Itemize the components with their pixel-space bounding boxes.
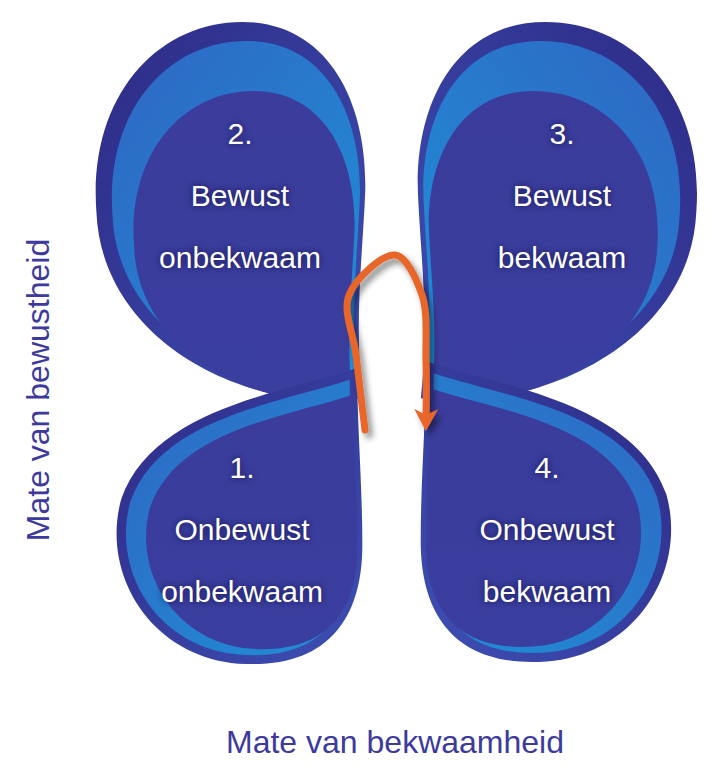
loop-arrow xyxy=(347,255,426,430)
stage-number: 1. xyxy=(161,437,323,499)
wing-text: 2.Bewust onbekwaam xyxy=(159,103,321,289)
wing-node: 4.Onbewust bekwaam xyxy=(418,355,688,665)
wing-shape xyxy=(418,355,688,665)
stage-number: 2. xyxy=(159,103,321,165)
wing-text: 3.Bewust bekwaam xyxy=(498,103,626,289)
stage-number: 3. xyxy=(498,103,626,165)
axis-label: Mate van bewustheid xyxy=(20,239,57,541)
stage-label: Onbewust bekwaam xyxy=(479,499,614,623)
stage-label: Onbewust onbekwaam xyxy=(161,499,323,623)
stage-number: 4. xyxy=(479,437,614,499)
wing-node: 1.Onbewust onbekwaam xyxy=(100,362,365,667)
wing-text: 1.Onbewust onbekwaam xyxy=(161,437,323,623)
stage-label: Bewust bekwaam xyxy=(498,165,626,289)
wing-text: 4.Onbewust bekwaam xyxy=(479,437,614,623)
stage-label: Bewust onbekwaam xyxy=(159,165,321,289)
wing-node: 2.Bewust onbekwaam xyxy=(88,18,368,406)
wing-node: 3.Bewust bekwaam xyxy=(415,18,705,406)
axis-label: Mate van bekwaamheid xyxy=(226,724,564,761)
